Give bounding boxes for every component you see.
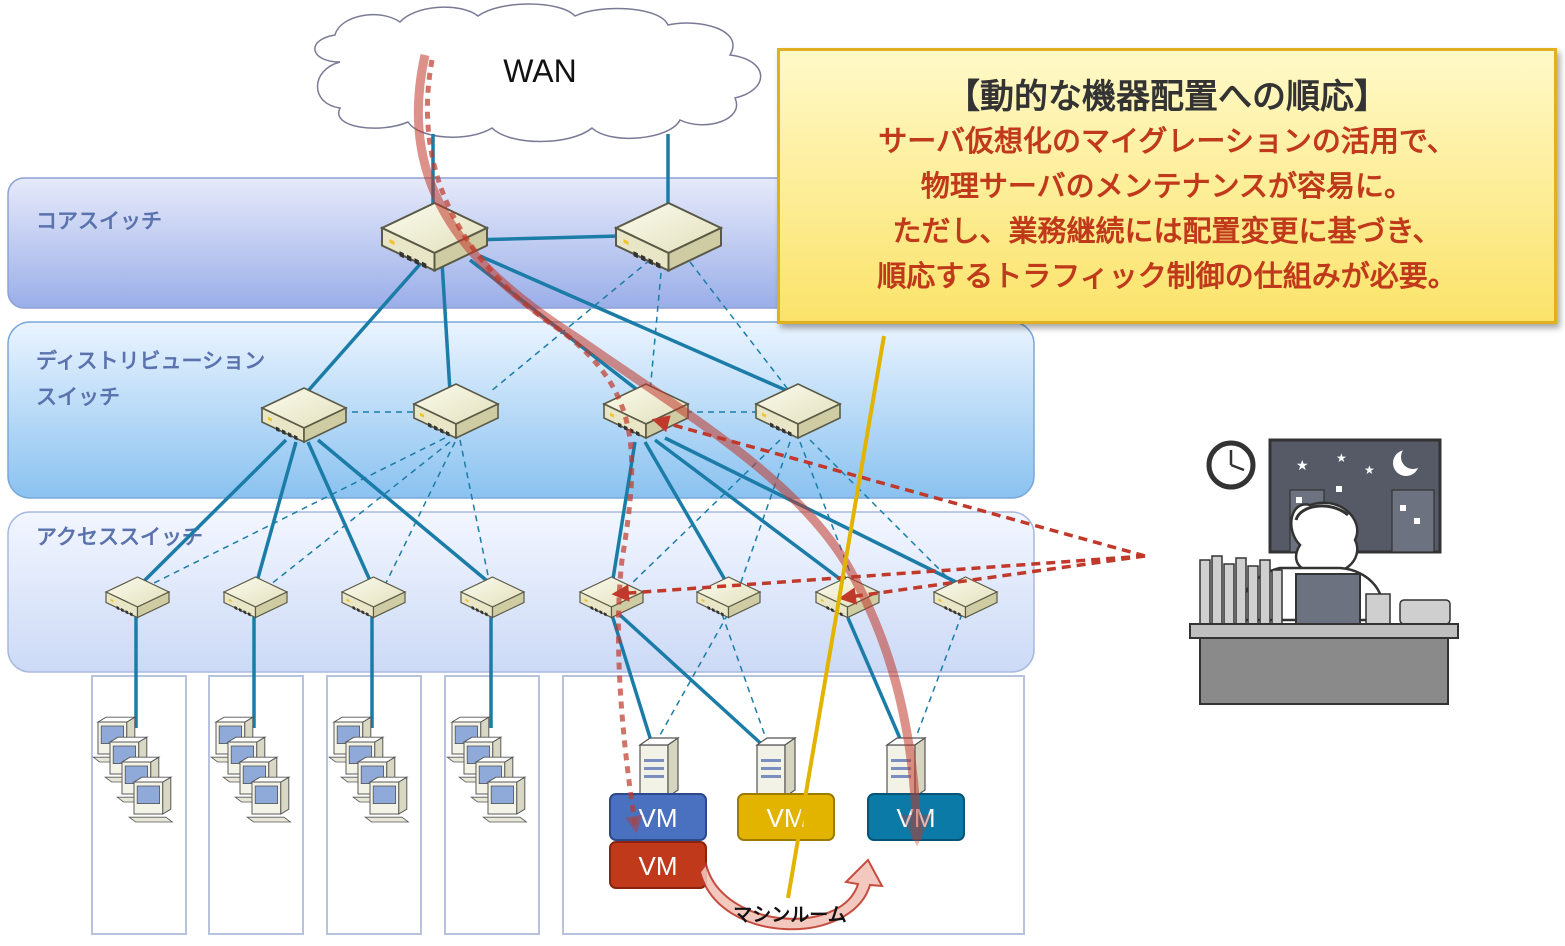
new-traffic-path [413,54,933,847]
info-callout: 【動的な機器配置への順応】 サーバ仮想化のマイグレーションの活用で、 物理サーバ… [777,48,1557,324]
pc-stack-3-icon [328,716,409,823]
control-arrows [611,415,1146,605]
svg-text:★: ★ [1336,451,1347,465]
wan-label: WAN [503,53,576,89]
callout-heading: 【動的な機器配置への順応】 [946,77,1388,117]
server-2-icon [756,737,796,798]
svg-text:★: ★ [1364,463,1375,477]
svg-text:VM: VM [639,803,678,833]
vm-yellow-box: VM [737,793,835,841]
callout-pointer [786,335,886,899]
svg-text:VM: VM [639,851,678,881]
room-frames [91,675,1025,935]
machine-room-label: マシンルーム [733,904,846,926]
server-1-icon [639,737,679,798]
distribution-layer-label-2: スイッチ [36,385,120,409]
moon-icon [1393,445,1425,476]
svg-text:★: ★ [1296,458,1309,474]
distribution-layer-label-1: ディストリビューション [36,349,265,373]
core-layer-label: コアスイッチ [36,209,162,233]
pc-stack-2-icon [210,716,291,823]
callout-line-2: 物理サーバのメンテナンスが容易に。 [920,169,1414,203]
pc-stack-1-icon [92,716,173,823]
vm-migration-arrow [698,858,884,931]
wan-cloud-icon [314,3,762,143]
desk-icon [1189,555,1459,705]
clock-icon [1206,440,1256,490]
access-layer-label: アクセススイッチ [36,525,203,549]
callout-line-3: ただし、業務継続には配置変更に基づき、 [892,214,1442,248]
callout-line-4: 順応するトラフィック制御の仕組みが必要。 [877,259,1457,293]
callout-line-1: サーバ仮想化のマイグレーションの活用で、 [878,124,1456,158]
vm-red-box: VM [609,841,707,889]
vm-blue-box: VM [609,793,707,841]
pc-stack-4-icon [446,716,527,823]
